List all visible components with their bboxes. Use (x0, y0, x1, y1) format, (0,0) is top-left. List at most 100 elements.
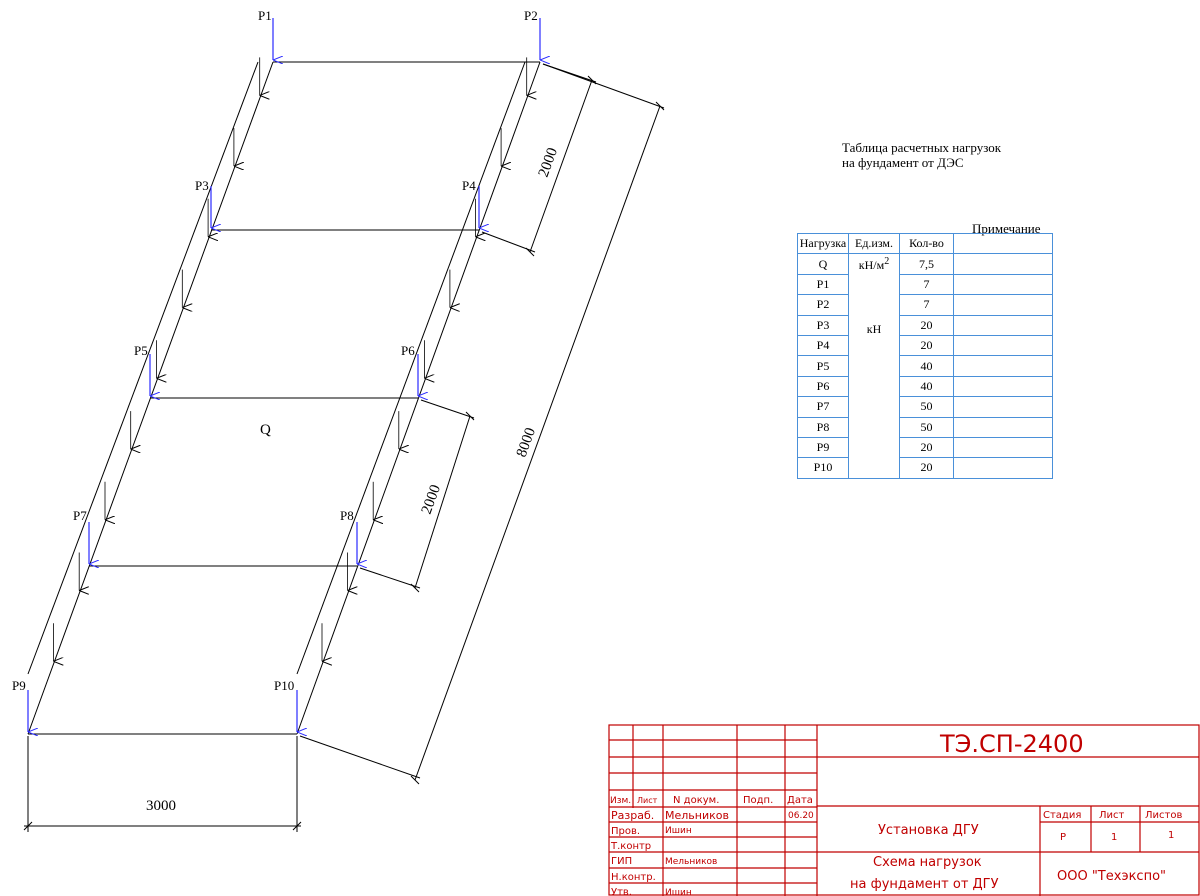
row-load: P8 (797, 416, 849, 438)
dim-3000: 3000 (146, 798, 176, 814)
tb-listov: Листов (1145, 810, 1182, 821)
tb-list: Лист (1099, 810, 1125, 821)
tb-col-izm: Изм. (610, 796, 631, 806)
tb-stadia-val: Р (1060, 832, 1066, 843)
dimension-lines (23, 63, 665, 832)
table-row: P8 50 (797, 416, 1053, 438)
label-p5: P5 (134, 343, 148, 358)
header-unit: Ед.изм. (848, 232, 900, 255)
tb-prov: Пров. (611, 826, 640, 837)
row-value: 50 (899, 416, 954, 438)
row-load: P5 (797, 355, 849, 377)
table-row: P2 7 (797, 294, 1053, 316)
label-p10: P10 (274, 678, 294, 693)
row-load: P6 (797, 375, 849, 398)
tb-sheet-title-2: на фундамент от ДГУ (850, 877, 999, 892)
tb-nkontr: Н.контр. (611, 872, 656, 883)
row-unit-p: кН (848, 274, 900, 479)
point-load-arrows (27, 18, 540, 732)
tb-org: ООО "Техэкспо" (1057, 869, 1166, 884)
label-p4: P4 (462, 178, 476, 193)
tb-col-list: Лист (637, 796, 658, 805)
tb-col-data: Дата (787, 795, 813, 806)
label-p8: P8 (340, 508, 354, 523)
tb-col-podp: Подп. (743, 795, 773, 806)
structure-frame (27, 61, 541, 735)
table-row: Q кН/м2 7,5 (797, 253, 1053, 275)
distributed-load-arrows (53, 57, 526, 661)
row-value: 20 (899, 457, 954, 479)
tb-stadia: Стадия (1043, 810, 1081, 821)
row-note (953, 273, 1053, 296)
row-value: 20 (899, 436, 954, 459)
tb-listov-val: 1 (1168, 830, 1174, 841)
table-row: P5 40 (797, 355, 1053, 377)
row-value: 7 (899, 273, 954, 296)
row-note (953, 436, 1053, 459)
tb-project: Установка ДГУ (878, 823, 979, 838)
tb-list-val: 1 (1111, 832, 1117, 843)
row-note (953, 334, 1053, 357)
row-load: P7 (797, 396, 849, 418)
row-value: 20 (899, 334, 954, 357)
tb-utv-name: Ишин (665, 888, 692, 896)
tb-utv: Утв. (611, 887, 632, 896)
tb-prov-name: Ишин (665, 826, 692, 836)
dim-2000-top: 2000 (536, 146, 561, 180)
row-note (953, 294, 1053, 316)
load-table-title-line2: на фундамент от ДЭС (842, 155, 964, 170)
row-note (953, 457, 1053, 479)
unit-q-sup: 2 (884, 255, 890, 267)
tb-razrab: Разраб. (611, 809, 654, 822)
title-block (608, 724, 1200, 896)
header-note (953, 232, 1053, 255)
tb-gip: ГИП (611, 856, 632, 867)
tb-col-ndoc: N докум. (673, 795, 719, 806)
unit-q-text: кН/м (858, 257, 885, 272)
load-table-title: Таблица расчетных нагрузок на фундамент … (842, 140, 1001, 170)
row-unit-q: кН/м2 (848, 253, 900, 275)
dim-8000: 8000 (514, 426, 539, 460)
row-load: P2 (797, 294, 849, 316)
row-value: 7,5 (899, 253, 954, 275)
label-p7: P7 (73, 508, 87, 523)
loads-table: Нагрузка Ед.изм. Кол-во Q кН/м2 7,5 P1 к… (797, 232, 1053, 479)
label-p6: P6 (401, 343, 415, 358)
load-labels: P1 P2 P3 P4 P5 P6 P7 P8 P9 P10 Q (12, 8, 538, 693)
row-note (953, 253, 1053, 275)
header-load: Нагрузка (797, 232, 849, 255)
dimension-labels: 2000 2000 8000 3000 (146, 146, 561, 814)
row-value: 7 (899, 294, 954, 316)
table-row: P6 40 (797, 375, 1053, 398)
tb-razrab-date: 06.20 (788, 811, 814, 821)
label-p1: P1 (258, 8, 272, 23)
row-value: 40 (899, 375, 954, 398)
table-row: P7 50 (797, 396, 1053, 418)
label-p3: P3 (195, 178, 209, 193)
row-note (953, 355, 1053, 377)
row-note (953, 375, 1053, 398)
row-value: 50 (899, 396, 954, 418)
row-load: P1 (797, 273, 849, 296)
row-value: 40 (899, 355, 954, 377)
unit-p-text: кН (866, 322, 882, 337)
tb-tkontr: Т.контр (610, 841, 651, 852)
label-p2: P2 (524, 8, 538, 23)
title-block-text: ТЭ.СП-2400 Изм. Лист N докум. Подп. Дата… (610, 730, 1182, 896)
tb-sheet-title-1: Схема нагрузок (873, 855, 982, 870)
row-load: P9 (797, 436, 849, 459)
row-note (953, 314, 1053, 336)
row-load: P3 (797, 314, 849, 336)
note-header: Примечание (972, 221, 1041, 236)
label-q: Q (260, 422, 271, 438)
header-qty: Кол-во (899, 232, 954, 255)
load-table-title-line1: Таблица расчетных нагрузок (842, 140, 1002, 155)
dim-2000-mid: 2000 (419, 483, 444, 517)
row-load: Q (797, 253, 849, 275)
table-header-row: Нагрузка Ед.изм. Кол-во (797, 232, 1053, 255)
label-p9: P9 (12, 678, 26, 693)
table-row: P1 кН 7 (797, 273, 1053, 479)
